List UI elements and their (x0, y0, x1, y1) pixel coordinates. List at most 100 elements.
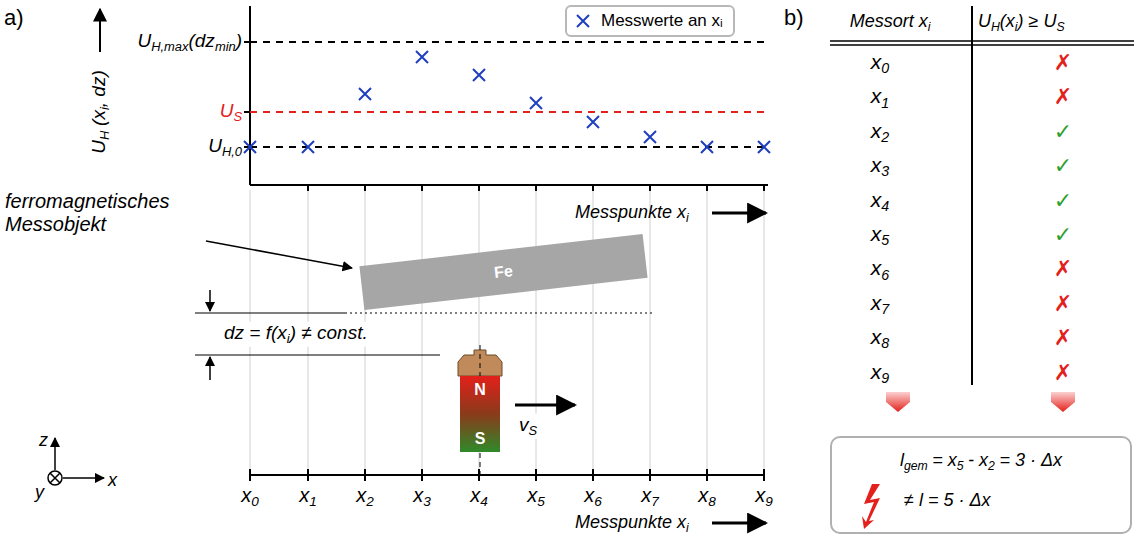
label-part: 2 (366, 494, 374, 509)
result-part: 2 (988, 459, 995, 473)
label-part: i (97, 107, 112, 110)
result-part: = 3 · Δx (999, 450, 1062, 470)
text-label: x4 (871, 187, 889, 214)
material-label: Fe (493, 262, 514, 282)
label-part: 7 (881, 301, 889, 317)
lightning-symbol (858, 482, 898, 532)
label-part: ✗ (1054, 257, 1072, 282)
label-part: 9 (765, 494, 773, 509)
label-part: x (871, 359, 882, 382)
label-part: ) (236, 30, 242, 51)
text-label: Messpunkte xi (575, 202, 689, 225)
label-part: 7 (651, 494, 659, 509)
result-box: lgem= x5- x2= 3 · Δx≠ l = 5 · Δx (830, 436, 1132, 534)
label-part: 4 (480, 494, 488, 509)
result-part: = x (932, 450, 957, 470)
text-label: x6 (584, 484, 602, 510)
label-part: 0 (251, 494, 259, 509)
text-label: x6 (871, 256, 889, 283)
label-part: ✓ (1054, 154, 1072, 179)
result-part: ≠ l = 5 · Δx (904, 490, 990, 510)
label-part: 5 (881, 232, 889, 248)
label-part: 9 (881, 370, 889, 386)
text-label: x7 (871, 290, 889, 317)
text-label: UH,max(dzmin) (137, 30, 242, 55)
label-part: x (108, 470, 117, 490)
magnet: NS (460, 376, 500, 452)
label-part: x (413, 484, 423, 506)
text-label: ✗ (1054, 85, 1072, 110)
label-part: z (39, 430, 48, 450)
legend-text: Messwerte an xᵢ (601, 11, 723, 31)
pole-label: S (475, 429, 486, 448)
text-label: ✗ (1054, 360, 1072, 385)
text-label: b) (784, 5, 804, 30)
label-part: ✓ (1054, 188, 1072, 213)
text-label: ✓ (1054, 188, 1072, 213)
label-part: x (871, 187, 882, 210)
text-label: x7 (641, 484, 659, 510)
text-label: x5 (527, 484, 545, 510)
result-line: ≠ l = 5 · Δx (904, 490, 990, 511)
text-label: ✗ (1054, 291, 1072, 316)
label-part: ✓ (1054, 119, 1072, 144)
pole-label: N (474, 380, 486, 399)
text-label: x1 (299, 484, 317, 510)
label-part: x (871, 50, 882, 73)
text-label: UH,0 (208, 135, 242, 160)
text-label: x9 (871, 359, 889, 386)
text-label: vS (517, 414, 539, 439)
label-part: 4 (881, 198, 889, 214)
label-part: x (871, 222, 882, 245)
text-label: x3 (413, 484, 431, 510)
text-label: z (39, 430, 48, 451)
label-part: (x (1000, 11, 1015, 31)
result-part: 5 (957, 459, 964, 473)
label-part: H (97, 131, 112, 140)
label-part: 1 (309, 494, 317, 509)
label-part: v (519, 414, 529, 435)
label-part: H,0 (222, 144, 242, 159)
label-part: x (356, 484, 366, 506)
label-part: x (299, 484, 309, 506)
text-label: UH(xi) ≥ US (978, 11, 1065, 34)
label-part: x (871, 290, 882, 313)
text-label: x0 (871, 50, 889, 77)
label-part: i (287, 331, 290, 346)
label-part: ✗ (1054, 85, 1072, 110)
text-label: x9 (755, 484, 773, 510)
label-part: 8 (708, 494, 716, 509)
label-part: i (1015, 19, 1018, 33)
label-part: x (871, 84, 882, 107)
text-label: US (220, 100, 242, 125)
label-part: 3 (423, 494, 431, 509)
label-part: Messpunkte x (575, 512, 686, 532)
text-label: Messort xi (850, 11, 931, 34)
label-part: 0 (881, 60, 889, 76)
text-label: x1 (871, 84, 889, 111)
label-part: x (698, 484, 708, 506)
label-part: ) ≥ U (1018, 11, 1057, 31)
label-part: x (470, 484, 480, 506)
label-part: 3 (881, 163, 889, 179)
label-part: x (871, 256, 882, 279)
text-label: ✓ (1054, 154, 1072, 179)
label-part: S (529, 423, 538, 438)
label-part: ✗ (1054, 291, 1072, 316)
label-part: dz = f(x (224, 322, 287, 343)
text-label: ferromagnetisches Messobjekt (5, 190, 205, 236)
text-label: ✓ (1054, 119, 1072, 144)
label-part: ) ≠ const. (290, 322, 368, 343)
label-part: Messort x (850, 11, 928, 31)
label-part: , dz) (88, 70, 109, 107)
label-part: 2 (881, 129, 889, 145)
text-label: a) (4, 5, 24, 30)
label-part: H,max (151, 39, 188, 54)
text-label: x2 (356, 484, 374, 510)
label-part: ✓ (1054, 222, 1072, 247)
text-label: x8 (871, 325, 889, 352)
text-label: ✗ (1054, 326, 1072, 351)
text-label: x3 (871, 153, 889, 180)
legend-box: Messwerte an xᵢ (565, 5, 735, 37)
label-part: 5 (537, 494, 545, 509)
